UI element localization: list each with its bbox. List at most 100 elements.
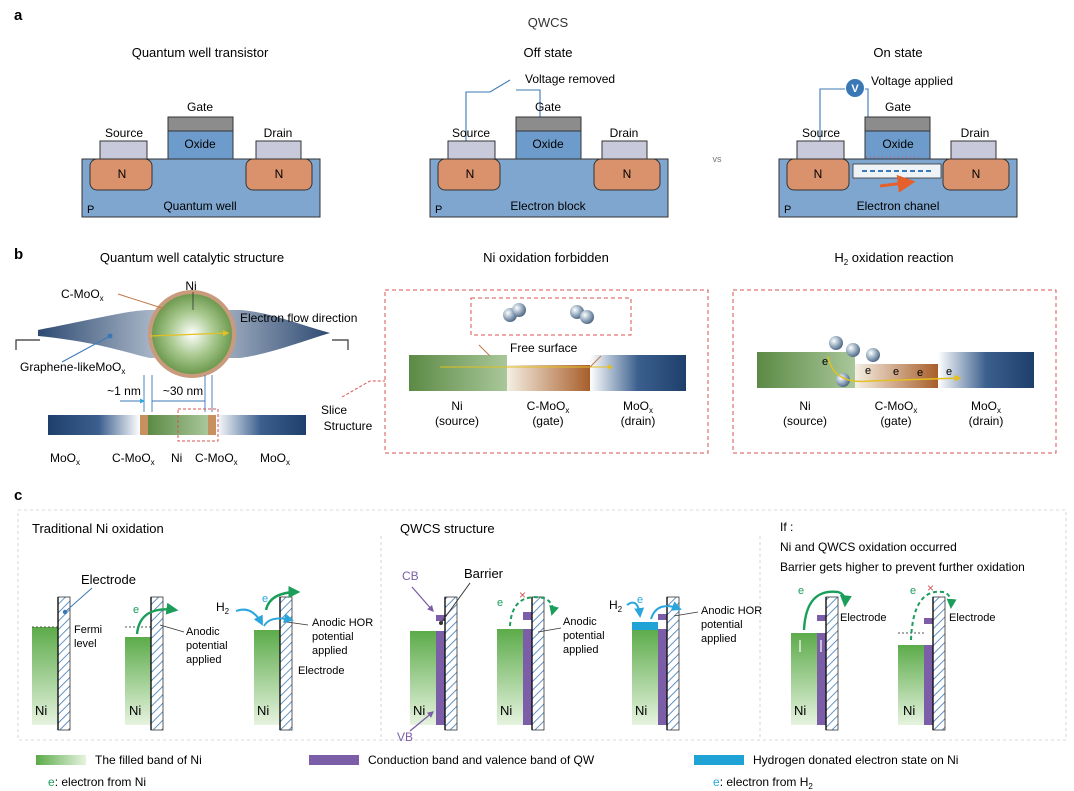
ni-band: [254, 630, 280, 725]
vb-pointer: [409, 711, 435, 732]
legend-swatch-blue: [694, 755, 744, 765]
n-label-right: N: [623, 167, 632, 181]
c-moox-block: [507, 365, 590, 391]
panel-b-letter: b: [14, 246, 23, 263]
pointer-dot: [439, 621, 443, 625]
circuit-wire-right: [865, 88, 869, 117]
fermi-label: Fermi: [74, 624, 102, 636]
open-switch-wire: [465, 79, 511, 141]
ni-label: Ni: [500, 703, 512, 718]
panel-a-letter: a: [14, 7, 23, 24]
c-moox-label: C-MoOx: [875, 399, 918, 415]
electrode-pointer: [64, 587, 93, 613]
cb-bar: [924, 618, 933, 624]
gate-metal: [167, 116, 234, 132]
cb-bar: [523, 612, 532, 620]
hor-label: Anodic HOR: [701, 605, 762, 617]
cb-bar: [436, 615, 445, 621]
oxide-layer: [864, 130, 931, 160]
drain-label: Drain: [264, 126, 293, 140]
forbidden-box: [384, 289, 709, 454]
ni-label: Ni: [635, 703, 647, 718]
gate-label: Gate: [535, 100, 561, 114]
moox-block: [938, 352, 1034, 388]
anodic-pointer: [159, 624, 185, 633]
free-surface-pointer: [478, 344, 491, 357]
voltage-removed-label: Voltage removed: [525, 72, 615, 86]
catalytic-structure: Quantum well catalytic structure C-MoOx …: [15, 250, 385, 467]
ni-label: Ni: [903, 703, 915, 718]
source-label: Source: [452, 126, 490, 140]
ni-block: [409, 355, 507, 391]
electrode-label: Electrode: [949, 612, 995, 624]
h2-oxidation-title: H2 oxidation reaction: [834, 250, 953, 267]
electron-label: e: [637, 594, 643, 606]
slice-label-2: Structure: [324, 419, 373, 433]
traditional-title: Traditional Ni oxidation: [32, 521, 164, 536]
slice-cmoox-left: [140, 415, 148, 435]
qwcs-structure: QWCS structure CB VB Barrier Ni × e Anod…: [397, 521, 762, 744]
electron-label: e: [822, 356, 828, 368]
electron-label: e: [910, 585, 916, 597]
electrode-hatch: [531, 596, 545, 731]
h-atom: [512, 303, 526, 317]
legend-purple-label: Conduction band and valence band of QW: [368, 753, 595, 767]
bottom-label-cmoox: C-MoOx: [112, 451, 155, 467]
ni-band: [791, 633, 817, 725]
bottom-label-moox: MoOx: [50, 451, 80, 467]
electron-label: e: [893, 366, 899, 378]
flow-direction-label: Electron flow direction: [240, 311, 357, 325]
h2-oxidation-reaction: H2 oxidation reaction e e e e e Ni (sour…: [732, 250, 1057, 454]
voltmeter-icon: [846, 79, 864, 97]
anodic-label: potential: [186, 640, 228, 652]
panel-a-header: QWCS: [528, 15, 569, 30]
voltage-applied-label: Voltage applied: [871, 74, 953, 88]
ni-band: [898, 645, 924, 725]
gate-label: (gate): [880, 414, 911, 428]
bracket-left: [15, 339, 40, 350]
n-label-left: N: [466, 167, 475, 181]
anodic-label: applied: [563, 644, 598, 656]
hor-pointer: [673, 611, 699, 617]
vb-bar: [924, 645, 933, 725]
hor-label: Anodic HOR: [312, 617, 373, 629]
if-line-3: Barrier gets higher to prevent further o…: [780, 560, 1025, 574]
drain-label: Drain: [961, 126, 990, 140]
c-moox-label: C-MoOx: [527, 399, 570, 415]
electron-label: e: [798, 585, 804, 597]
drain-contact: [950, 140, 997, 160]
source-label: Source: [802, 126, 840, 140]
hor-arrow: [650, 601, 682, 620]
drain-label: Drain: [610, 126, 639, 140]
zoom-connector: [341, 380, 385, 398]
free-surface-label: Free surface: [510, 341, 578, 355]
oxide-label: Oxide: [882, 137, 914, 151]
switch-wire-right: [516, 89, 541, 117]
bottom-label-moox: MoOx: [260, 451, 290, 467]
flow-arrow: [879, 174, 916, 193]
legend: The filled band of Ni Conduction band an…: [36, 753, 958, 791]
vb-bar: [436, 631, 445, 725]
oxidation-arrow: [135, 602, 179, 635]
c-moox-block: [855, 364, 938, 388]
legend-electron-ni: e: electron from Ni: [48, 775, 146, 789]
if-oxidation-occurred: If : Ni and QWCS oxidation occurred Barr…: [780, 520, 1025, 731]
channel-label: Electron chanel: [857, 199, 940, 213]
ni-label: Ni: [413, 703, 425, 718]
electrode-label: Electrode: [298, 665, 344, 677]
circuit-wire-left: [819, 88, 845, 141]
n-label-right: N: [275, 167, 284, 181]
ni-label: Ni: [257, 703, 269, 718]
vb-label: VB: [397, 730, 413, 744]
legend-swatch-green: [36, 755, 86, 765]
c-moox-pointer: [117, 293, 166, 310]
anodic-label: Anodic: [563, 616, 597, 628]
nm30-label: ~30 nm: [163, 384, 203, 398]
moox-label: MoOx: [623, 399, 653, 415]
source-label: (source): [783, 414, 827, 428]
barrier-pointer: [440, 582, 471, 624]
oxide-layer: [515, 130, 582, 160]
h2-label: H2: [216, 600, 230, 616]
panel-c-letter: c: [14, 487, 22, 504]
